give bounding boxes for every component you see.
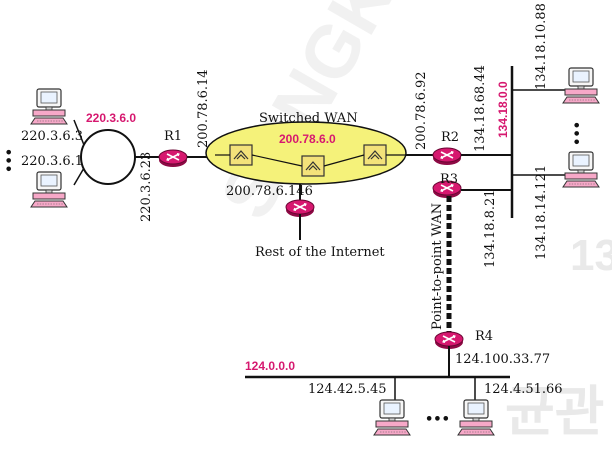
host-icon-left-bottom <box>30 171 68 208</box>
switched-wan-cloud <box>205 121 407 185</box>
router-r1-label: R1 <box>164 129 182 144</box>
wan-title: Switched WAN <box>259 111 358 126</box>
router-r3-label: R3 <box>440 172 458 187</box>
addr-r1-lan: 220.3.6.23 <box>139 152 154 222</box>
addr-left-host2: 220.3.6.1 <box>21 154 83 169</box>
watermark: SUNGKYUNKWAN 균관 13 <box>204 0 612 442</box>
watermark-number: 13 <box>570 231 612 280</box>
watermark-korean: 균관 <box>505 382 604 442</box>
host-icon-right-top <box>562 67 600 104</box>
router-r2-label: R2 <box>441 130 459 145</box>
net-label-bottom: 124.0.0.0 <box>245 359 295 373</box>
router-r2-icon <box>432 147 462 166</box>
internet-label: Rest of the Internet <box>255 245 385 260</box>
addr-left-host1: 220.3.6.3 <box>21 129 83 144</box>
wan-switch-right <box>363 144 387 166</box>
host-icon-bottom-left <box>373 399 411 436</box>
bottom-hosts-ellipsis: ••• <box>425 412 450 427</box>
host-icon-left-top <box>30 88 68 125</box>
router-r4-label: R4 <box>475 329 493 344</box>
router-r1-icon <box>158 149 188 168</box>
net-label-right: 134.18.0.0 <box>496 81 510 138</box>
addr-r4-lan: 124.100.33.77 <box>455 352 550 367</box>
addr-bottom-host-left: 124.42.5.45 <box>308 382 387 397</box>
wan-switch-middle <box>301 155 325 177</box>
addr-r2-wan: 200.78.6.92 <box>414 71 429 150</box>
left-hosts-ellipsis: ••• <box>0 148 15 173</box>
right-hosts-ellipsis: ••• <box>568 121 583 146</box>
addr-r1-wan: 200.78.6.14 <box>196 69 211 148</box>
addr-bottom-host-right: 124.4.51.66 <box>484 382 563 397</box>
addr-r2-lan: 134.18.68.44 <box>473 65 488 152</box>
addr-internet-router: 200.78.6.146 <box>226 184 313 199</box>
net-label-left: 220.3.6.0 <box>86 111 136 125</box>
p2p-label: Point-to-point WAN <box>430 203 445 330</box>
addr-right-host-bottom: 134.18.14.121 <box>534 165 549 260</box>
wan-switch-left <box>229 144 253 166</box>
addr-right-host-top: 134.18.10.88 <box>534 3 549 90</box>
host-icon-right-bottom <box>562 151 600 188</box>
addr-r3-lan: 134.18.8.21 <box>483 189 498 268</box>
ring-lan <box>80 129 136 185</box>
net-label-wan: 200.78.6.0 <box>279 132 336 146</box>
host-icon-bottom-right <box>457 399 495 436</box>
